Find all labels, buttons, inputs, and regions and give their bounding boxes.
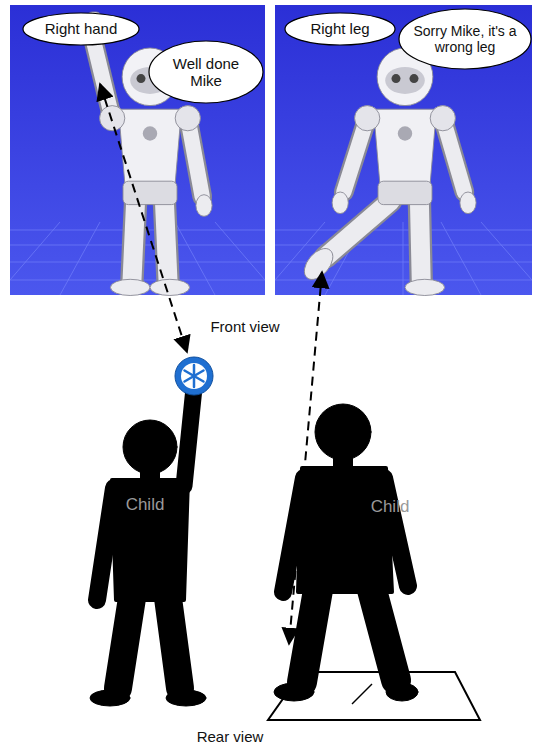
robot-shoulder [430, 106, 455, 131]
robot-foot [110, 279, 150, 295]
child-arm [184, 388, 194, 486]
child-head [123, 420, 177, 474]
ball [175, 357, 213, 395]
robot-chest [398, 126, 412, 140]
grid-line [275, 230, 532, 231]
ball-symbol [175, 357, 213, 395]
robot-leg [164, 201, 168, 280]
robot-hand [196, 195, 212, 217]
grid-line [481, 222, 532, 280]
speech-bubble: Right hand [22, 12, 140, 46]
robot-torso [374, 109, 437, 183]
grid-line [275, 245, 532, 246]
child-leg [372, 590, 396, 680]
robot-foot [405, 279, 445, 295]
speech-bubble: Right leg [284, 12, 396, 46]
robot-leg [419, 201, 421, 280]
robot-hand [332, 192, 348, 214]
view-label: Front view [190, 318, 300, 335]
node-text: Right hand [45, 20, 118, 37]
ball-spokes [185, 365, 204, 387]
child-silhouette [90, 388, 206, 706]
grid-line [441, 222, 481, 295]
robot-figure [299, 48, 476, 296]
floor-mat [268, 672, 480, 720]
robot-hip [123, 181, 177, 204]
bubble-ellipse [149, 41, 263, 103]
child-leg [118, 598, 132, 688]
child-leg [168, 598, 180, 688]
node-text: Sorry Mike, it's a wrong leg [410, 23, 520, 55]
grid-line [10, 222, 60, 280]
robot-shoulder [100, 106, 125, 131]
child-arm [283, 478, 304, 592]
bubble-ellipse [399, 9, 531, 69]
robot-leg [132, 201, 136, 280]
view-label: Rear view [175, 728, 285, 745]
robot-panel [275, 5, 532, 295]
robot-foot [299, 243, 339, 284]
ball-face [181, 363, 207, 389]
grid-line [403, 222, 404, 295]
child-silhouette [274, 404, 418, 701]
robot-eye [392, 74, 401, 83]
child-leg [302, 590, 318, 682]
child-arm [97, 488, 114, 600]
robot-foot [150, 279, 190, 295]
ball-spoke [185, 371, 204, 382]
child-head [315, 404, 371, 460]
node-text: Right leg [310, 20, 369, 37]
bubble-ellipse [23, 13, 139, 45]
grid-line [60, 222, 100, 295]
child-foot [274, 683, 314, 701]
node-text: Child [126, 495, 165, 515]
node-text: Child [371, 497, 410, 517]
robot-shoulder [355, 106, 380, 131]
child-label: Child [108, 492, 182, 518]
robot-chest [143, 126, 157, 140]
grid-line [215, 222, 265, 280]
robot-leg [132, 201, 136, 280]
child-foot [166, 690, 206, 706]
robot-eye [137, 74, 146, 83]
robot-hand [460, 192, 476, 214]
node-text: Well done Mike [162, 55, 250, 90]
speech-bubble: Well done Mike [148, 40, 264, 104]
child-torso [112, 480, 188, 600]
robot-eye [410, 74, 419, 83]
child-foot [90, 690, 130, 706]
robot-shoulder [175, 106, 200, 131]
floor-grid [275, 222, 532, 295]
child-arm [384, 478, 408, 586]
robot-leg [164, 201, 168, 280]
speech-bubble: Sorry Mike, it's a wrong leg [398, 8, 532, 70]
robot-leg [419, 201, 421, 280]
mat-mark [352, 684, 372, 704]
bubble-ellipse [285, 13, 395, 45]
ball-spoke [185, 371, 204, 382]
child-label: Child [353, 494, 427, 520]
robot-panel [10, 5, 265, 295]
robot-hip [378, 181, 432, 204]
child-foot [386, 683, 418, 701]
dashed-arrow [289, 272, 322, 644]
dashed-arrow [100, 84, 187, 352]
robot-face [385, 67, 425, 94]
